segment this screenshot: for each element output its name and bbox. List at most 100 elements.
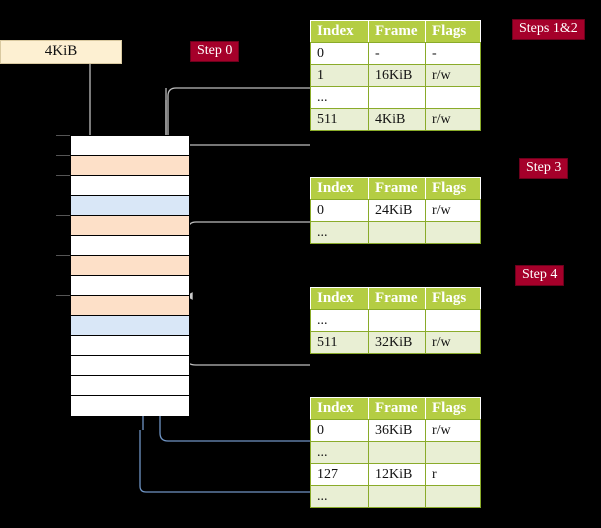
column-header-flags: Flags — [425, 177, 481, 200]
frame-cell — [368, 441, 426, 464]
step-label-step-4: Step 4 — [515, 265, 565, 286]
memory-frame-row — [71, 356, 189, 376]
memory-frame-row — [71, 376, 189, 396]
index-cell: ... — [310, 485, 369, 508]
column-header-frame: Frame — [368, 287, 426, 310]
memory-frame-row — [71, 316, 189, 336]
memory-frame-row — [71, 216, 189, 236]
memory-frame-row — [71, 276, 189, 296]
flags-cell — [425, 441, 481, 464]
memory-frame-row — [71, 136, 189, 156]
flags-cell — [425, 485, 481, 508]
frame-cell — [368, 309, 426, 332]
frame-cell: - — [368, 42, 426, 65]
frame-cell — [368, 485, 426, 508]
memory-tick — [56, 175, 70, 176]
flags-cell: - — [425, 42, 481, 65]
column-header-index: Index — [310, 177, 369, 200]
memory-frame-row — [71, 256, 189, 276]
column-header-frame: Frame — [368, 397, 426, 420]
table-row: ... — [310, 309, 481, 332]
index-cell: 127 — [310, 463, 369, 486]
table-row: ... — [310, 86, 481, 109]
column-header-flags: Flags — [425, 20, 481, 43]
frame-cell: 32KiB — [368, 331, 426, 354]
memory-tick — [56, 215, 70, 216]
frame-cell: 16KiB — [368, 64, 426, 87]
index-cell: ... — [310, 221, 369, 244]
physical-memory-column — [70, 135, 190, 416]
column-header-frame: Frame — [368, 20, 426, 43]
flags-cell: r/w — [425, 331, 481, 354]
memory-frame-row — [71, 176, 189, 196]
flags-cell — [425, 221, 481, 244]
wire-t3r511-lead — [185, 300, 310, 366]
flags-cell — [425, 309, 481, 332]
column-header-index: Index — [310, 397, 369, 420]
index-cell: 511 — [310, 108, 369, 131]
column-header-frame: Frame — [368, 177, 426, 200]
memory-frame-row — [71, 396, 189, 416]
memory-frame-row — [71, 236, 189, 256]
index-cell: ... — [310, 441, 369, 464]
flags-cell: r/w — [425, 199, 481, 222]
memory-frame-row — [71, 296, 189, 316]
index-cell: 0 — [310, 419, 369, 442]
table-row: ... — [310, 441, 481, 464]
memory-tick — [56, 155, 70, 156]
table-row: 0-- — [310, 42, 481, 65]
table-header-row: Index Frame Flags — [310, 20, 481, 43]
source-frame-box: 4KiB — [0, 40, 122, 64]
flags-cell: r/w — [425, 64, 481, 87]
source-frame-label: 4KiB — [44, 43, 78, 59]
table-row: ... — [310, 221, 481, 244]
step-label-steps-1-2: Steps 1&2 — [512, 19, 585, 40]
frame-cell — [368, 221, 426, 244]
flags-cell — [425, 86, 481, 109]
step-label-step-0: Step 0 — [190, 41, 240, 62]
index-cell: ... — [310, 86, 369, 109]
table-row: ... — [310, 485, 481, 508]
column-header-flags: Flags — [425, 287, 481, 310]
steps-1-2-text: Steps 1&2 — [519, 21, 578, 36]
wire-t2r0-lead — [187, 221, 310, 232]
frame-cell: 24KiB — [368, 199, 426, 222]
table-header-row: Index Frame Flags — [310, 177, 481, 200]
index-cell: 0 — [310, 199, 369, 222]
memory-tick — [56, 135, 70, 136]
frame-cell: 36KiB — [368, 419, 426, 442]
table-header-row: Index Frame Flags — [310, 287, 481, 310]
step-label-step-3: Step 3 — [519, 158, 569, 179]
index-cell: 511 — [310, 331, 369, 354]
flags-cell: r/w — [425, 419, 481, 442]
flags-cell: r — [425, 463, 481, 486]
flags-cell: r/w — [425, 108, 481, 131]
index-cell: ... — [310, 309, 369, 332]
table-header-row: Index Frame Flags — [310, 397, 481, 420]
column-header-index: Index — [310, 287, 369, 310]
memory-frame-row — [71, 336, 189, 356]
column-header-index: Index — [310, 20, 369, 43]
memory-tick — [56, 255, 70, 256]
index-cell: 0 — [310, 42, 369, 65]
frame-cell: 12KiB — [368, 463, 426, 486]
memory-tick — [56, 295, 70, 296]
step-0-text: Step 0 — [197, 43, 233, 58]
memory-frame-row — [71, 156, 189, 176]
step-3-text: Step 3 — [526, 160, 562, 175]
frame-cell — [368, 86, 426, 109]
step-4-text: Step 4 — [522, 267, 558, 282]
wire-t4r127-lead — [139, 430, 310, 493]
index-cell: 1 — [310, 64, 369, 87]
